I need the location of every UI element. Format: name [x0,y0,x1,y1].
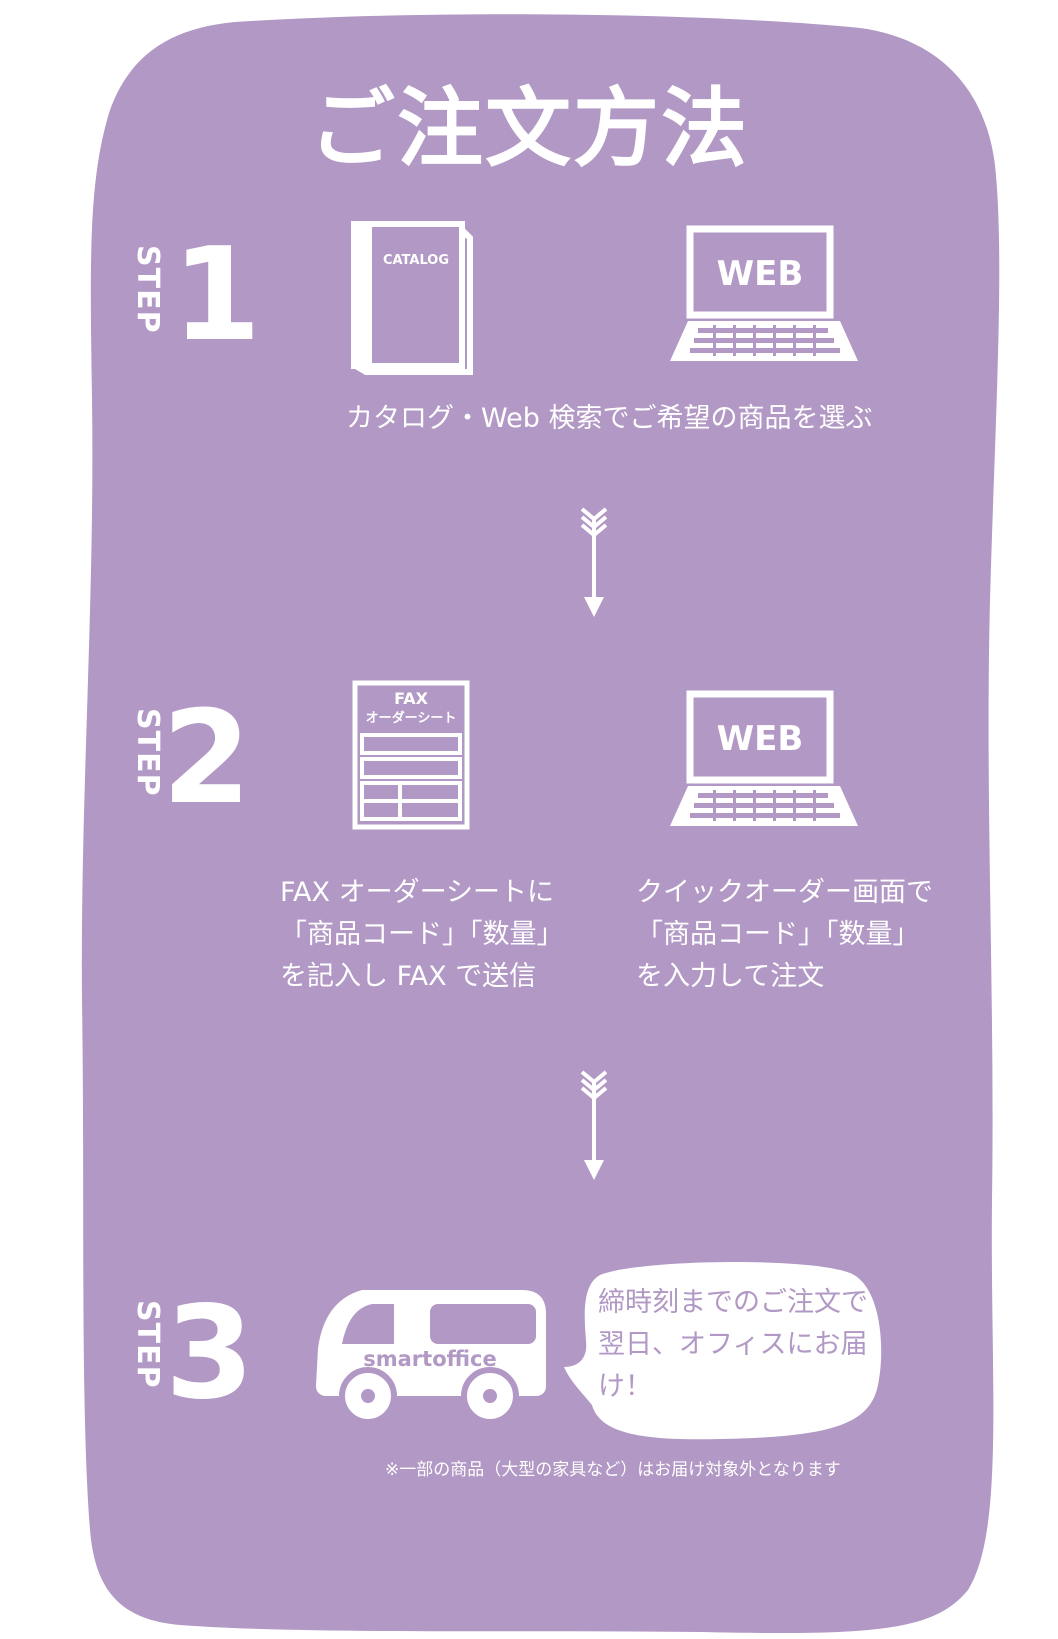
arrow-down-icon [580,1070,608,1180]
laptop-icon: WEB [670,690,858,826]
step-1-number: 1 [172,221,262,370]
fax-sheet-title: FAX [394,689,428,708]
laptop-screen-label: WEB [717,719,804,759]
step-1-label: STEP [130,245,165,334]
step-2-number: 2 [162,684,252,833]
delivery-message: 締時刻までのご注文で 翌日、オフィスにお届 け！ [598,1287,868,1402]
step-2-description-web: クイックオーダー画面で 「商品コード」「数量」 を入力して注文 [636,877,933,992]
speech-bubble [564,1261,882,1440]
step-3-label: STEP [130,1300,165,1389]
fax-sheet-subtitle: オーダーシート [366,710,457,726]
laptop-screen-label: WEB [717,254,804,294]
page-title: ご注文方法 [309,79,749,179]
step-2-description-fax: FAX オーダーシートに 「商品コード」「数量」 を記入し FAX で送信 [280,877,564,992]
catalog-icon: CATALOG [351,221,473,375]
van-brand-label: smartoffice [363,1347,497,1371]
fax-order-sheet-icon: FAX オーダーシート [352,680,470,830]
step-3-number: 3 [165,1279,255,1428]
delivery-van-icon: smartoffice [316,1290,546,1424]
laptop-icon: WEB [670,225,858,361]
catalog-icon-label: CATALOG [383,253,449,268]
footnote: ※一部の商品（大型の家具など）はお届け対象外となります [385,1460,841,1480]
step-1-description: カタログ・Web 検索でご希望の商品を選ぶ [346,403,873,434]
arrow-down-icon [580,507,608,617]
step-2-label: STEP [130,708,165,797]
